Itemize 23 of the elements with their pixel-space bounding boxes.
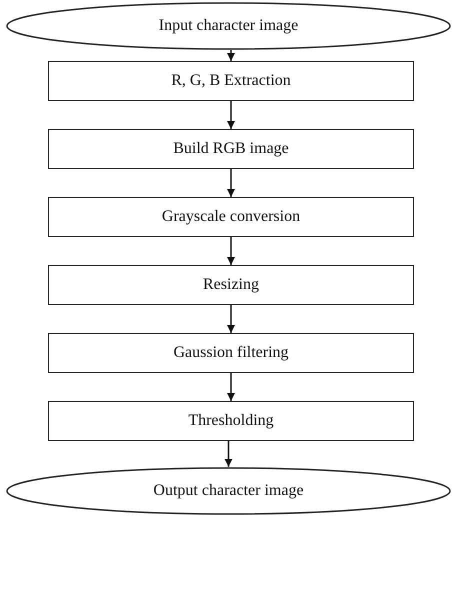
- process-box: [48, 197, 414, 237]
- process-box: [48, 333, 414, 373]
- node-label: Output character image: [153, 482, 304, 500]
- node-label: Grayscale conversion: [162, 208, 300, 226]
- arrow: [227, 305, 235, 333]
- process-box: [48, 61, 414, 101]
- terminal-ellipse: [6, 466, 451, 515]
- process-box: [48, 401, 414, 441]
- node-label: Resizing: [203, 276, 259, 294]
- arrow: [227, 101, 235, 129]
- arrow: [224, 441, 232, 467]
- node-label: Gaussion filtering: [173, 344, 289, 362]
- arrow: [227, 50, 235, 61]
- arrow: [227, 237, 235, 265]
- terminal-ellipse: [6, 2, 451, 50]
- arrow: [227, 169, 235, 197]
- arrow: [227, 373, 235, 401]
- node-label: Input character image: [158, 17, 298, 35]
- node-label: Thresholding: [188, 412, 274, 430]
- process-box: [48, 265, 414, 305]
- node-label: Build RGB image: [173, 140, 289, 158]
- node-label: R, G, B Extraction: [171, 72, 291, 90]
- process-box: [48, 129, 414, 169]
